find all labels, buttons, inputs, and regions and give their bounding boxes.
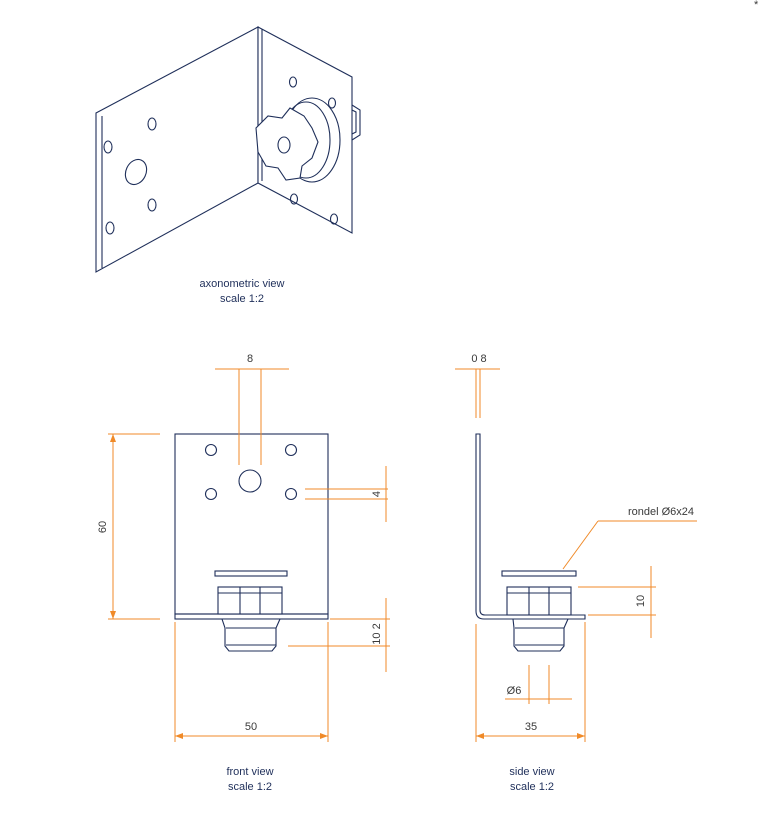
side-bracket bbox=[475, 433, 586, 620]
axo-left-plate bbox=[95, 26, 259, 273]
front-knob bbox=[221, 618, 281, 652]
corner-mark: * bbox=[754, 0, 759, 11]
front-nut bbox=[217, 586, 283, 615]
side-view bbox=[475, 433, 586, 652]
dim-front-hole-offset: 4 bbox=[371, 491, 383, 497]
dim-side-thickness: 0 8 bbox=[471, 353, 486, 365]
side-knob bbox=[512, 618, 569, 652]
side-nut bbox=[506, 586, 572, 616]
dim-front-height: 60 bbox=[97, 521, 109, 533]
dim-front-width: 50 bbox=[245, 721, 257, 733]
axo-knob bbox=[255, 107, 319, 181]
dim-side-washer-height: 10 bbox=[635, 595, 647, 607]
front-washer bbox=[214, 570, 288, 577]
side-scale: scale 1:2 bbox=[510, 781, 554, 793]
dim-side-width: 35 bbox=[525, 721, 537, 733]
front-dimensions bbox=[108, 368, 390, 742]
side-washer bbox=[501, 570, 577, 577]
side-dimensions bbox=[455, 368, 697, 742]
dim-front-bottom: 10 2 bbox=[371, 623, 383, 644]
side-title: side view bbox=[509, 766, 554, 778]
axonometric-view bbox=[95, 26, 361, 273]
rondel-label: rondel Ø6x24 bbox=[628, 506, 694, 518]
front-view bbox=[174, 433, 329, 652]
axo-title: axonometric view bbox=[200, 278, 285, 290]
front-title: front view bbox=[226, 766, 273, 778]
front-plate bbox=[174, 433, 329, 615]
dim-side-diameter: Ø6 bbox=[507, 685, 522, 697]
dim-front-hole-spacing: 8 bbox=[247, 353, 253, 365]
front-center-hole bbox=[238, 469, 262, 493]
front-scale: scale 1:2 bbox=[228, 781, 272, 793]
axo-scale: scale 1:2 bbox=[220, 293, 264, 305]
